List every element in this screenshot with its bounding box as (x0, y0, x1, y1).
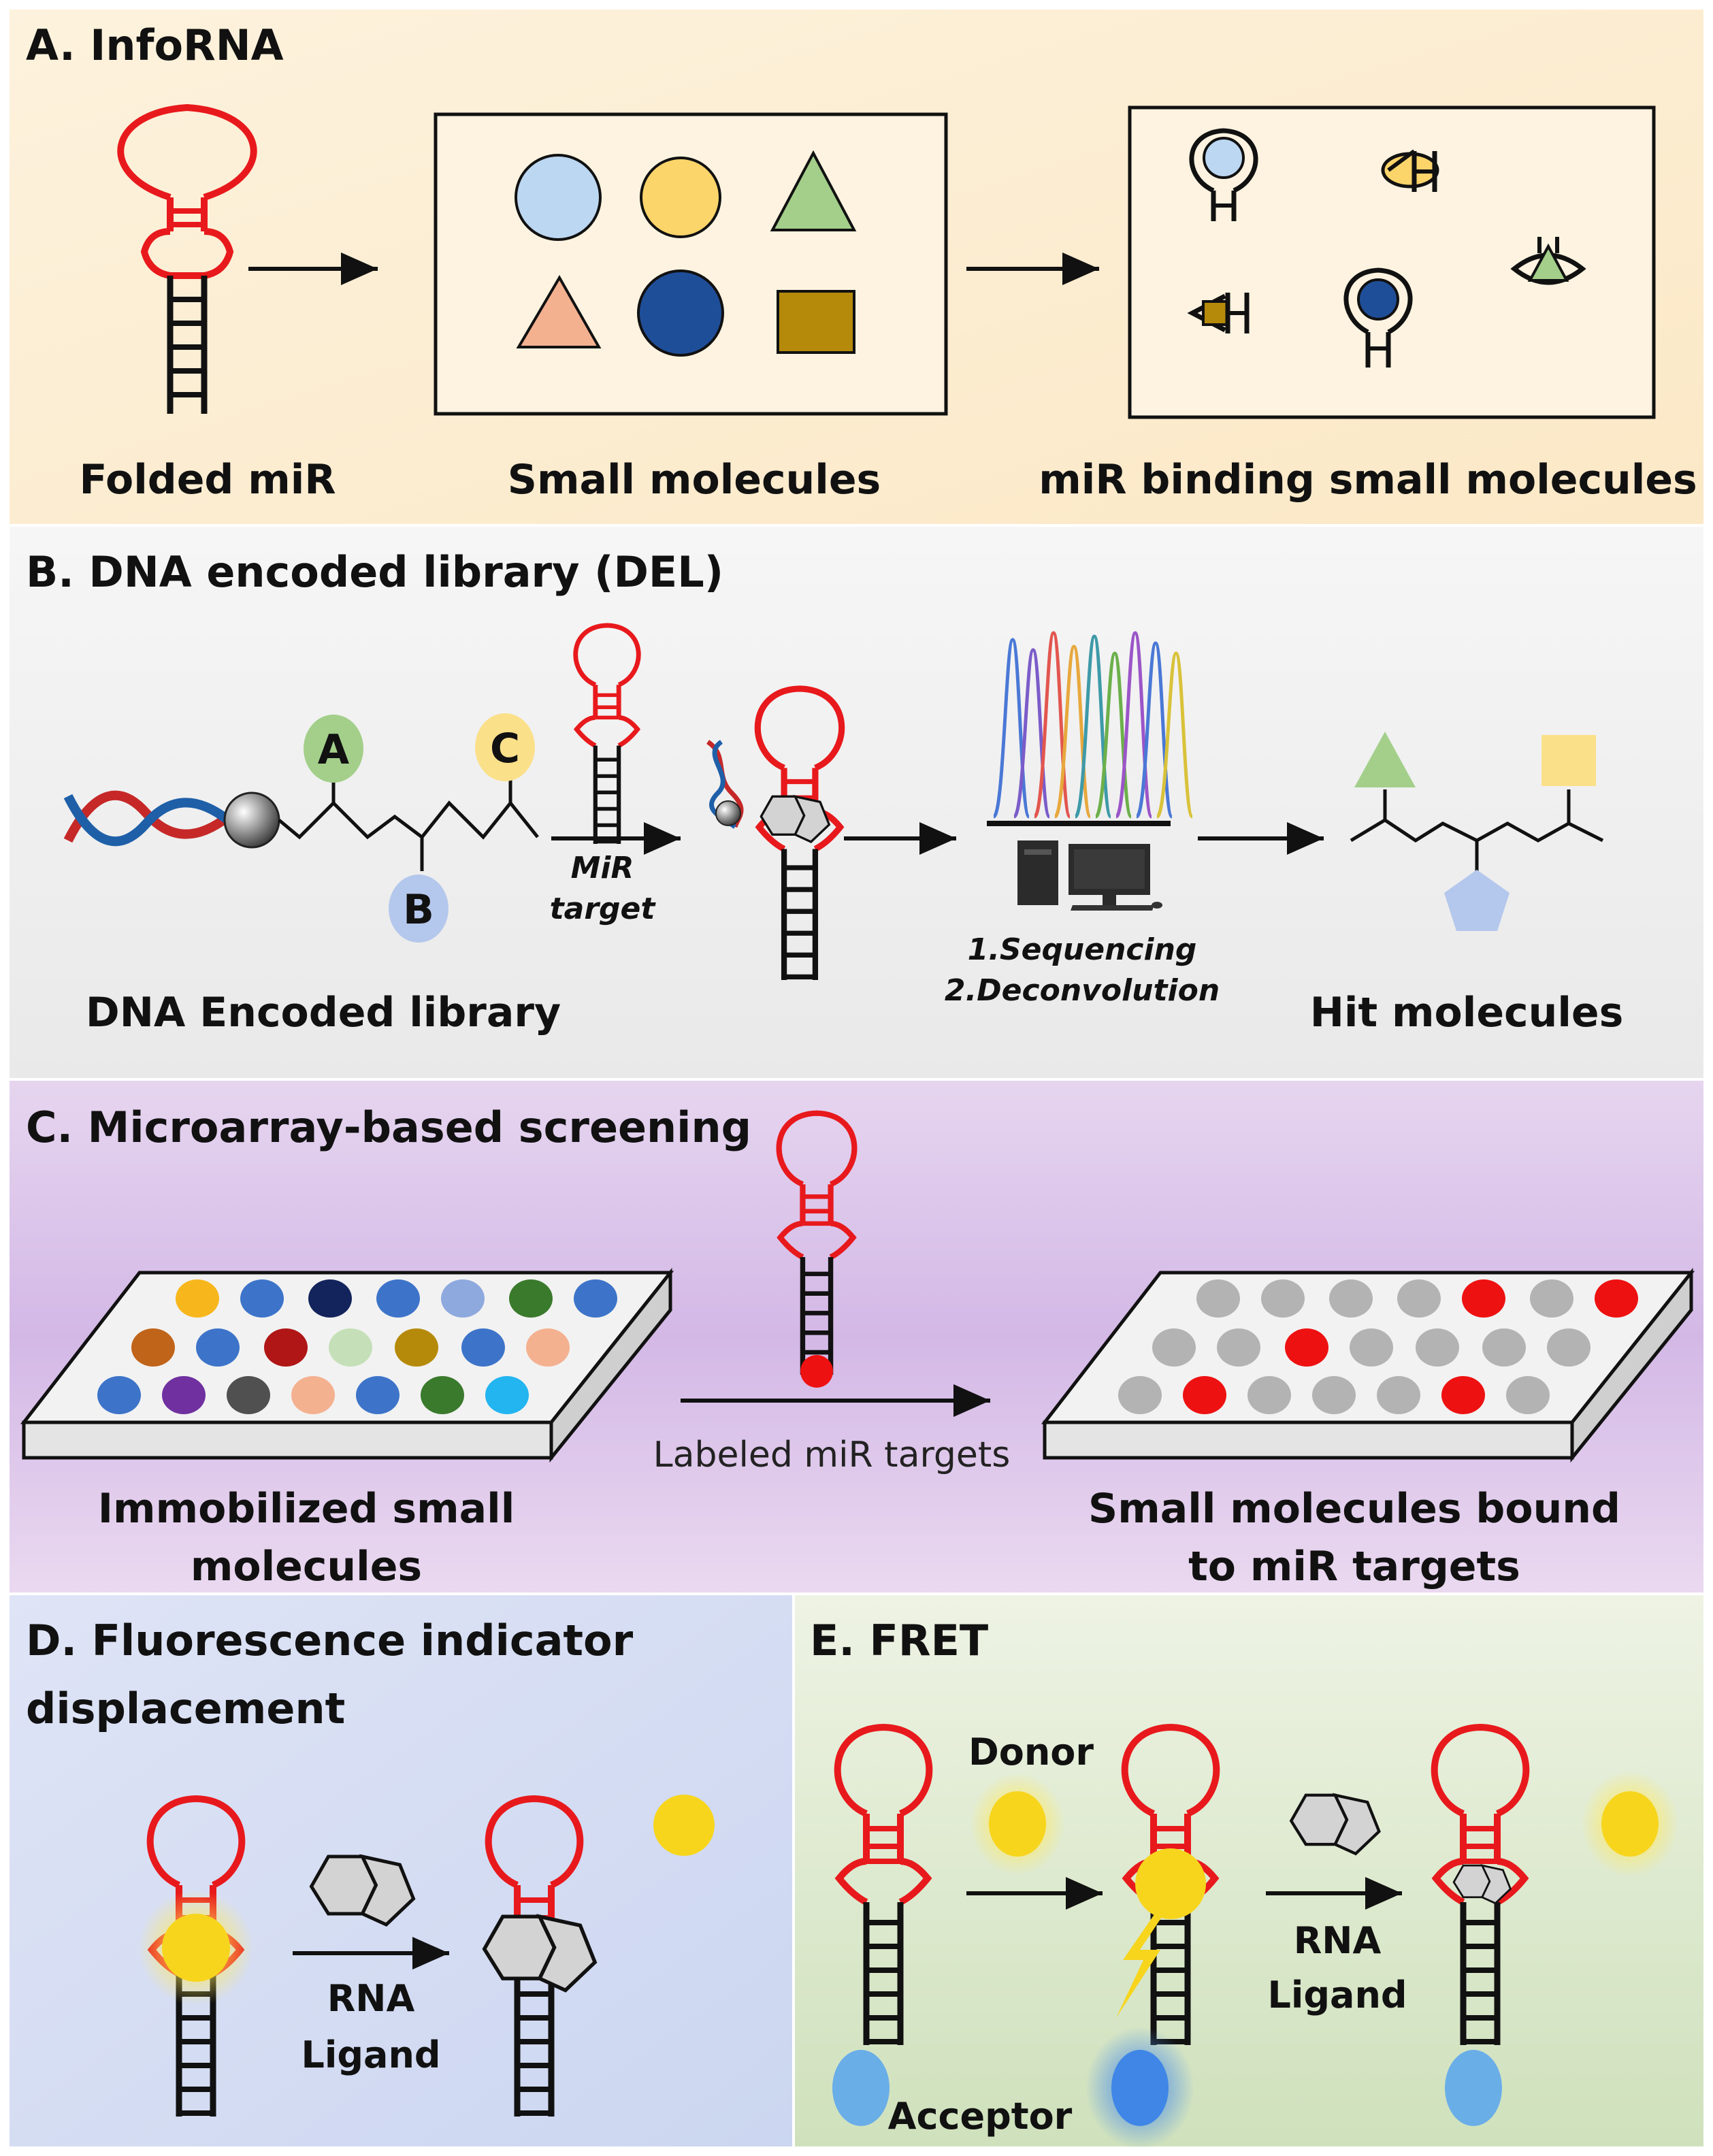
sequencing-chromatogram (987, 631, 1194, 826)
molecule-salmon-triangle (516, 275, 602, 348)
bound-brown (1187, 293, 1250, 333)
acceptor-label: Acceptor (888, 2095, 1073, 2138)
arrow-b1-line1: MiR (571, 851, 634, 885)
label-dna-encoded-library: DNA Encoded library (86, 989, 561, 1036)
building-block-b (389, 875, 448, 943)
fret-bound-donor (1135, 1848, 1206, 1919)
bound-green (1510, 237, 1586, 285)
arrow-d-line2: Ligand (301, 2034, 440, 2076)
arrow-c-label: Labeled miR targets (653, 1435, 1011, 1475)
fid-released-indicator (653, 1795, 715, 1856)
bead (223, 791, 280, 849)
panel-b-background (10, 527, 1703, 1078)
bound-yellow (1381, 149, 1439, 192)
panel-e-title: E. FRET (810, 1616, 988, 1665)
label-immobilized-line2: molecules (191, 1543, 422, 1590)
molecule-yellow-circle (640, 157, 721, 238)
molecule-brown-square (777, 290, 855, 354)
fret-acceptor-2 (1111, 2050, 1169, 2126)
library-chain (278, 800, 539, 840)
hit-molecule (1350, 732, 1604, 931)
label-immobilized-line1: Immobilized small (98, 1485, 515, 1533)
step-sequencing: 1.Sequencing (968, 932, 1197, 967)
arrow-e2-line1: RNA (1294, 1919, 1382, 1962)
letter-b: B (403, 886, 434, 934)
label-dot (800, 1355, 833, 1388)
released-donor (1601, 1791, 1659, 1857)
label-bound-line2: to miR targets (1188, 1543, 1520, 1590)
fid-indicator (162, 1914, 230, 1982)
dna-double-helix (63, 790, 231, 847)
label-mir-binding: miR binding small molecules (1039, 456, 1697, 504)
building-block-c (475, 713, 535, 781)
fret-acceptor-3 (1445, 2050, 1502, 2126)
label-folded-mir: Folded miR (79, 456, 336, 504)
bound-navy (1343, 267, 1413, 368)
fret-acceptor-1 (832, 2050, 890, 2126)
label-small-molecules: Small molecules (508, 456, 881, 504)
panel-a-title: A. InfoRNA (26, 20, 284, 70)
panel-b-title: B. DNA encoded library (DEL) (26, 547, 723, 597)
molecule-light-blue-circle (515, 154, 602, 241)
right-spots (1118, 1279, 1638, 1414)
panel-e-background (795, 1595, 1703, 2146)
arrow-b1-line2: target (550, 892, 657, 926)
computer-icon (1017, 840, 1162, 911)
donor (989, 1791, 1046, 1857)
letter-c: C (490, 725, 520, 772)
left-spots (97, 1279, 617, 1414)
dna-bound-complex (706, 740, 744, 829)
panel-d-title-line1: D. Fluorescence indicator (26, 1616, 634, 1665)
bound-light-blue (1189, 128, 1258, 221)
donor-label: Donor (968, 1731, 1094, 1774)
letter-a: A (318, 726, 350, 774)
molecule-navy-circle (637, 270, 724, 357)
building-block-a (304, 715, 363, 783)
arrow-d-line1: RNA (327, 1977, 415, 2020)
step-deconvolution: 2.Deconvolution (945, 973, 1220, 1008)
label-bound-line1: Small molecules bound (1088, 1485, 1620, 1533)
folded-mir-hairpin (117, 103, 257, 414)
arrow-e2-line2: Ligand (1267, 1974, 1407, 2016)
label-hit-molecules: Hit molecules (1310, 989, 1624, 1036)
panel-d-title-line2: displacement (26, 1684, 345, 1733)
panel-c-title: C. Microarray-based screening (26, 1102, 751, 1152)
molecule-green-triangle (770, 150, 857, 231)
